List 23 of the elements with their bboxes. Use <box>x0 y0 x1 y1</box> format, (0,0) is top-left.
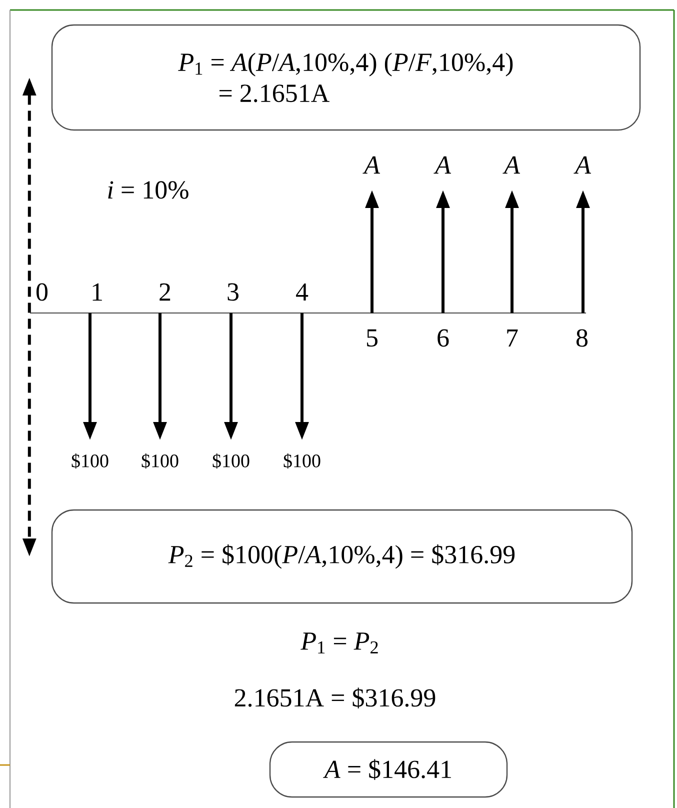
amount-label: A <box>574 156 592 174</box>
amount-label: $100 <box>72 453 108 469</box>
amount-label: $100 <box>212 453 250 469</box>
amount-label: A <box>434 156 452 174</box>
amount-label: A <box>362 156 380 174</box>
period-number: 7 <box>507 329 518 347</box>
amount-label: $100 <box>142 453 178 469</box>
period-number: 3 <box>228 283 238 301</box>
period-number: 2 <box>160 283 170 301</box>
period-number: 5 <box>367 329 378 347</box>
equation-box: P$_{1}$ = A(P/A,10%,4) (P/F,10%,4) = 2.1651A <box>51 24 641 131</box>
period-number: 4 <box>296 283 308 301</box>
equation-text: 2.1651A = $316.99 <box>234 688 436 708</box>
equation-text: P$_{1}$ = P$_{2}$ <box>300 632 378 654</box>
rate-label: i = 10% <box>108 181 188 199</box>
amount-label: A <box>502 156 520 174</box>
period-number: 1 <box>92 283 102 301</box>
period-number: 6 <box>438 329 449 347</box>
equation-box: P$_{2}$ = $100(P/A,10%,4) = $316.99 <box>51 509 633 604</box>
amount-label: $100 <box>284 453 320 469</box>
equation-box: A = $146.41 <box>269 741 508 798</box>
period-number: 8 <box>576 329 588 347</box>
period-number: 0 <box>36 283 48 301</box>
